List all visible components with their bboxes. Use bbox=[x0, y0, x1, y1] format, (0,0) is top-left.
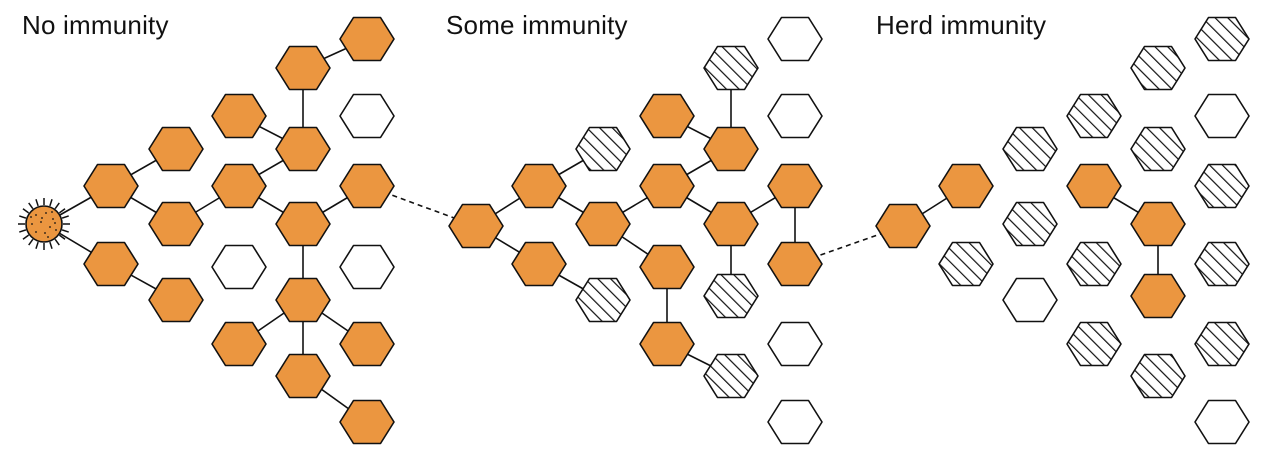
person-unvaccinated-hexagon bbox=[767, 321, 823, 367]
person-unvaccinated-hexagon bbox=[339, 244, 395, 290]
person-infected-hexagon bbox=[275, 353, 331, 399]
virus-icon bbox=[18, 198, 70, 250]
person-unvaccinated-hexagon bbox=[767, 93, 823, 139]
person-unvaccinated-hexagon bbox=[1194, 93, 1250, 139]
person-unvaccinated-hexagon bbox=[339, 93, 395, 139]
person-infected-hexagon bbox=[148, 201, 204, 247]
person-infected-hexagon bbox=[83, 241, 139, 287]
person-unvaccinated-hexagon bbox=[767, 399, 823, 445]
person-infected-hexagon bbox=[639, 163, 695, 209]
person-infected-hexagon bbox=[1066, 163, 1122, 209]
person-infected-hexagon bbox=[511, 241, 567, 287]
person-vaccinated-hexagon bbox=[938, 241, 994, 287]
person-infected-hexagon bbox=[1130, 201, 1186, 247]
title-herd-immunity: Herd immunity bbox=[876, 10, 1047, 40]
person-infected-hexagon bbox=[275, 126, 331, 172]
person-infected-hexagon bbox=[639, 93, 695, 139]
person-infected-hexagon bbox=[703, 201, 759, 247]
person-vaccinated-hexagon bbox=[1002, 201, 1058, 247]
person-vaccinated-hexagon bbox=[575, 277, 631, 323]
person-infected-hexagon bbox=[339, 16, 395, 62]
person-unvaccinated-hexagon bbox=[1194, 399, 1250, 445]
person-unvaccinated-hexagon bbox=[767, 16, 823, 62]
person-infected-hexagon bbox=[148, 277, 204, 323]
person-infected-hexagon bbox=[448, 203, 504, 249]
person-vaccinated-hexagon bbox=[575, 126, 631, 172]
person-vaccinated-hexagon bbox=[1002, 126, 1058, 172]
person-vaccinated-hexagon bbox=[703, 353, 759, 399]
person-infected-hexagon bbox=[275, 277, 331, 323]
person-infected-hexagon bbox=[875, 203, 931, 249]
person-vaccinated-hexagon bbox=[1066, 93, 1122, 139]
person-infected-hexagon bbox=[511, 163, 567, 209]
person-unvaccinated-hexagon bbox=[1002, 277, 1058, 323]
person-vaccinated-hexagon bbox=[1194, 163, 1250, 209]
person-infected-hexagon bbox=[148, 126, 204, 172]
person-vaccinated-hexagon bbox=[1130, 45, 1186, 91]
person-vaccinated-hexagon bbox=[1194, 16, 1250, 62]
person-vaccinated-hexagon bbox=[1130, 353, 1186, 399]
person-infected-hexagon bbox=[211, 93, 267, 139]
person-infected-hexagon bbox=[639, 244, 695, 290]
person-vaccinated-hexagon bbox=[703, 273, 759, 319]
person-vaccinated-hexagon bbox=[1194, 241, 1250, 287]
person-vaccinated-hexagon bbox=[1194, 321, 1250, 367]
title-some-immunity: Some immunity bbox=[446, 10, 628, 40]
person-infected-hexagon bbox=[703, 126, 759, 172]
person-infected-hexagon bbox=[767, 241, 823, 287]
person-vaccinated-hexagon bbox=[1066, 241, 1122, 287]
person-infected-hexagon bbox=[639, 321, 695, 367]
person-infected-hexagon bbox=[211, 321, 267, 367]
person-vaccinated-hexagon bbox=[1066, 321, 1122, 367]
person-unvaccinated-hexagon bbox=[211, 244, 267, 290]
person-infected-hexagon bbox=[83, 163, 139, 209]
person-infected-hexagon bbox=[339, 321, 395, 367]
person-infected-hexagon bbox=[275, 45, 331, 91]
person-infected-hexagon bbox=[1130, 273, 1186, 319]
person-infected-hexagon bbox=[339, 163, 395, 209]
person-infected-hexagon bbox=[575, 201, 631, 247]
person-infected-hexagon bbox=[938, 163, 994, 209]
person-infected-hexagon bbox=[339, 399, 395, 445]
person-infected-hexagon bbox=[211, 163, 267, 209]
title-no-immunity: No immunity bbox=[22, 10, 169, 40]
person-vaccinated-hexagon bbox=[703, 45, 759, 91]
person-infected-hexagon bbox=[275, 201, 331, 247]
person-vaccinated-hexagon bbox=[1130, 126, 1186, 172]
person-infected-hexagon bbox=[767, 163, 823, 209]
